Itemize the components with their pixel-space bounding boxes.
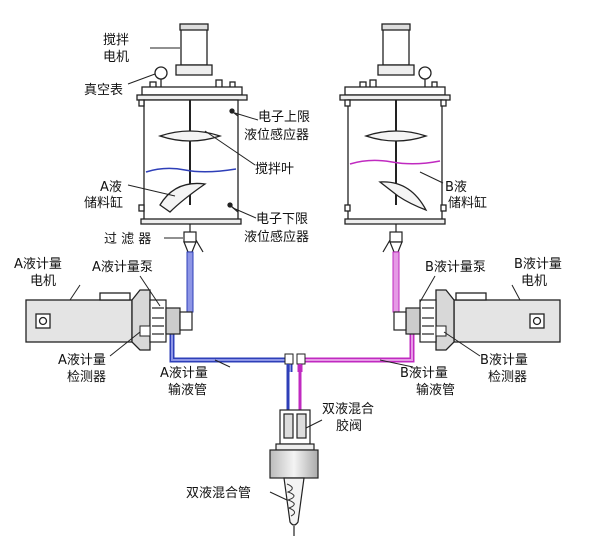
label-b-motor-1: B液计量 [514, 257, 562, 272]
a-supply-pipe [186, 251, 194, 313]
b-metering-pipe [297, 330, 415, 372]
label-vacuum-gauge: 真空表 [84, 83, 123, 98]
label-b-motor-2: 电机 [521, 274, 547, 289]
mixing-valve [269, 409, 319, 479]
label-mix-valve-1: 双液混合 [322, 402, 374, 417]
label-lower-sensor-2: 液位感应器 [244, 229, 309, 245]
a-detector [139, 325, 151, 337]
label-a-pipe-1: A液计量 [160, 366, 208, 381]
label-a-tank-2: 储料缸 [84, 195, 123, 211]
leader-lines [69, 47, 521, 501]
label-b-detector-2: 检测器 [488, 370, 527, 385]
label-upper-sensor-2: 液位感应器 [244, 127, 309, 143]
a-liquid-level [145, 167, 237, 173]
label-a-motor-2: 电机 [30, 274, 56, 289]
a-metering-motor [25, 289, 151, 351]
b-supply-pipe [392, 251, 400, 313]
label-mix-valve-2: 胶阀 [336, 418, 362, 434]
label-lower-sensor-1: 电子下限 [256, 212, 308, 227]
label-b-detector-1: B液计量 [480, 353, 528, 368]
label-b-pipe-2: 输液管 [416, 382, 455, 398]
b-liquid-level [349, 159, 441, 165]
label-a-detector-2: 检测器 [67, 370, 106, 385]
b-metering-pump [393, 299, 437, 343]
labels: 搅拌 电机 真空表 电子上限 液位感应器 搅拌叶 A液 储料缸 B液 储料缸 电… [14, 32, 562, 501]
a-storage-tank [136, 23, 248, 225]
label-b-tank-2: 储料缸 [448, 195, 487, 211]
b-metering-motor [435, 289, 561, 351]
a-filter [183, 224, 204, 253]
label-a-tank-1: A液 [100, 180, 122, 195]
label-upper-sensor-1: 电子上限 [258, 110, 310, 125]
mixing-tube [283, 477, 305, 536]
label-stir-motor-1: 搅拌 [103, 32, 129, 48]
b-filter [382, 224, 403, 253]
b-detector [435, 325, 447, 337]
label-stir-motor-2: 电机 [103, 50, 129, 65]
label-b-tank-1: B液 [445, 180, 467, 195]
a-metering-pump [149, 299, 193, 343]
label-mix-tube: 双液混合管 [186, 486, 251, 501]
label-stir-blade: 搅拌叶 [255, 161, 294, 177]
label-a-pipe-2: 输液管 [168, 382, 207, 398]
label-filter: 过 滤 器 [104, 232, 151, 247]
label-a-motor-1: A液计量 [14, 257, 62, 272]
label-a-detector-1: A液计量 [58, 353, 106, 368]
label-b-pipe-1: B液计量 [400, 366, 448, 381]
label-a-pump: A液计量泵 [92, 260, 153, 275]
label-b-pump: B液计量泵 [425, 260, 486, 275]
b-storage-tank [339, 23, 451, 225]
